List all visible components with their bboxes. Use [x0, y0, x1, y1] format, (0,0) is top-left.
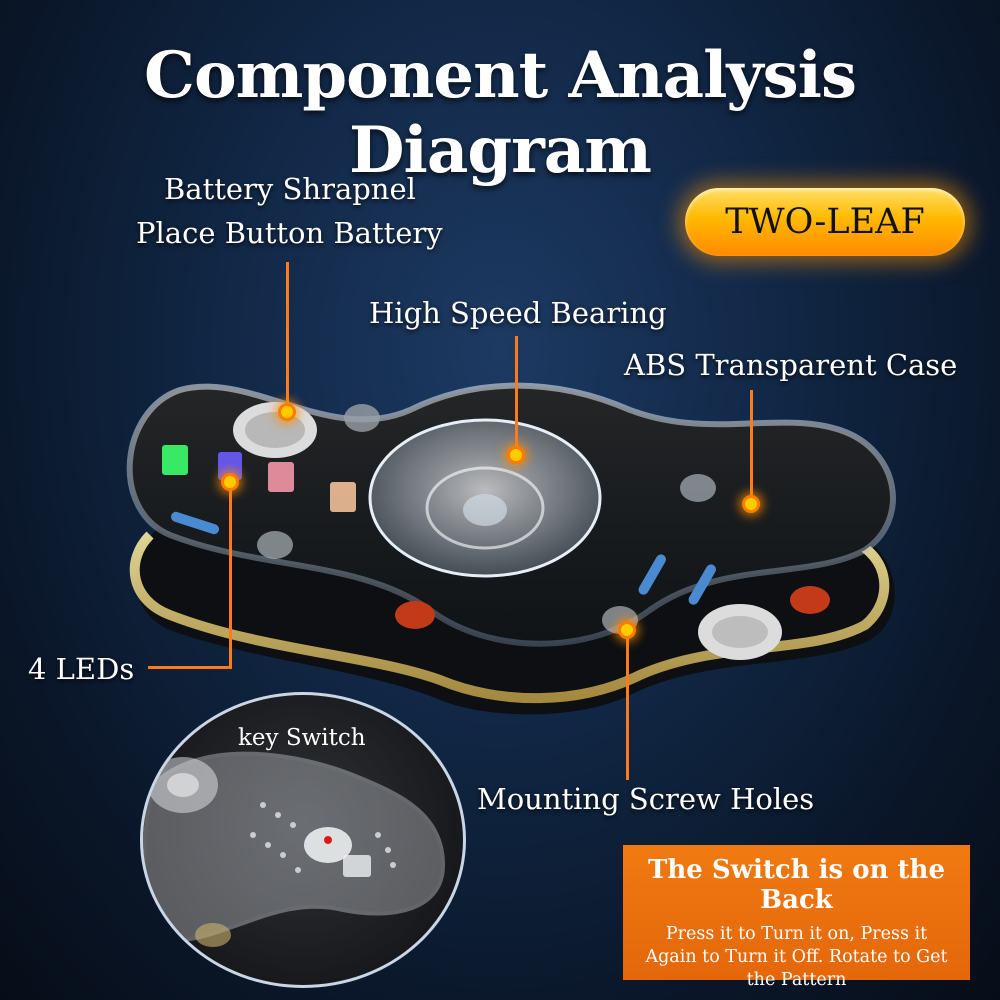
notice-title: The Switch is on the Back [648, 855, 945, 915]
leds-callout-label: 4 LEDs [28, 652, 135, 686]
switch-notice-box: The Switch is on the Back Press it to Tu… [623, 845, 970, 990]
leds-leader-horizontal [148, 666, 232, 669]
page-title: Component Analysis Diagram [144, 38, 857, 188]
bearing-callout-label: High Speed Bearing [369, 296, 667, 330]
key-switch-label: key Switch [238, 725, 366, 751]
key-switch-indicator [324, 836, 332, 844]
battery-callout-dot [278, 403, 296, 421]
notice-body: Press it to Turn it on, Press it Again t… [645, 924, 948, 990]
leds-callout-dot [221, 473, 239, 491]
battery-leader-line [286, 262, 289, 412]
battery-callout-label-2: Place Button Battery [136, 216, 443, 250]
spinner-back-illustration [143, 751, 446, 947]
battery-callout-label-1: Battery Shrapnel [164, 172, 416, 206]
case-callout-dot [742, 495, 760, 513]
bearing-callout-dot [507, 446, 525, 464]
fidget-spinner-illustration [126, 382, 896, 715]
key-switch-inset: key Switch [140, 692, 466, 988]
two-leaf-badge: TWO-LEAF [685, 188, 965, 256]
screw-callout-label: Mounting Screw Holes [477, 782, 815, 816]
screw-leader-line [626, 630, 629, 780]
case-callout-label: ABS Transparent Case [624, 348, 958, 382]
led-peach [330, 482, 356, 512]
case-leader-line [750, 390, 753, 505]
led-pink [268, 462, 294, 492]
led-green [162, 445, 188, 475]
screw-callout-dot [618, 621, 636, 639]
bearing-leader-line [515, 336, 518, 454]
led-blue [218, 452, 242, 480]
leds-leader-vertical [229, 482, 232, 668]
